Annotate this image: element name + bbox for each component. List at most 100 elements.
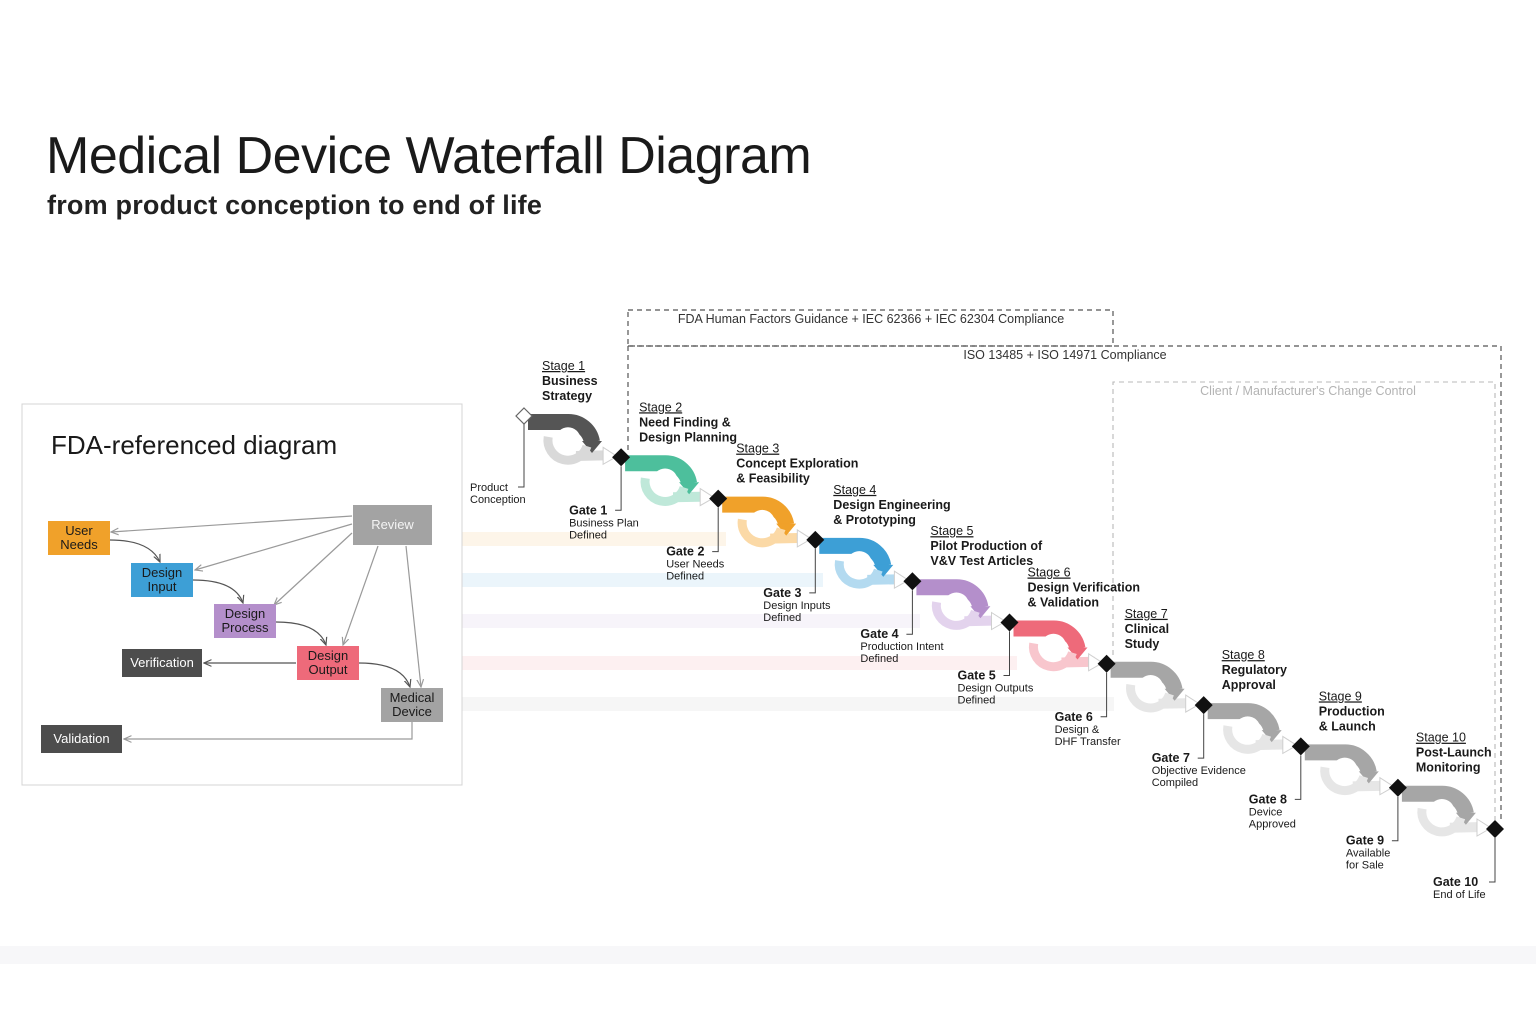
gate-9-label: Gate 9 — [1346, 834, 1384, 848]
gate-6-desc-line: Design & — [1055, 724, 1100, 736]
stage-4-number: Stage 4 — [833, 483, 876, 497]
page-title: Medical Device Waterfall Diagram — [46, 127, 812, 185]
gate-leader — [809, 548, 816, 594]
stage-10-number-line: Stage 10 — [1416, 731, 1466, 745]
iso-compliance-label-line: ISO 13485 + ISO 14971 Compliance — [963, 348, 1166, 362]
stage-2-name-line: Design Planning — [639, 430, 737, 444]
fda-node-review — [353, 505, 432, 545]
stage-5-name-line: V&V Test Articles — [930, 554, 1033, 568]
stage-7-loop — [1110, 661, 1185, 713]
stage-9-number-line: Stage 9 — [1319, 689, 1362, 703]
stage-6-name-line: & Validation — [1028, 596, 1100, 610]
stage-8-name-line: Regulatory — [1222, 663, 1287, 677]
gate-2-diamond — [709, 489, 728, 508]
fda-node-label-line: Verification — [130, 655, 194, 670]
stage-loop-inner — [653, 468, 678, 495]
stage-7-name-line: Clinical — [1125, 622, 1169, 636]
fda-node-label-line: Process — [222, 620, 269, 635]
stage-loop-arrowhead — [1164, 688, 1185, 701]
gate-7-label: Gate 7 — [1152, 751, 1190, 765]
stage-8-loop — [1207, 703, 1282, 754]
stage-loop-return — [1028, 642, 1077, 672]
stage-5-number: Stage 5 — [930, 524, 973, 538]
stage-loop-return — [1126, 683, 1174, 713]
gate-8-label-line: Gate 8 — [1249, 792, 1287, 806]
gate-10-label-line: Gate 10 — [1433, 875, 1478, 889]
stage-loop-inner — [847, 551, 873, 577]
stage-7-name-line: Study — [1125, 637, 1160, 651]
gate-5-desc-line: Defined — [958, 695, 996, 707]
gate-9-label-line: Gate 9 — [1346, 834, 1384, 848]
stage-4-name: Design Engineering& Prototyping — [833, 498, 950, 527]
gate-9-desc-line: for Sale — [1346, 860, 1384, 872]
fda-hf-compliance-label-line: FDA Human Factors Guidance + IEC 62366 +… — [678, 312, 1064, 326]
gate-9-diamond — [1388, 778, 1407, 797]
stage-9-loop — [1304, 744, 1379, 796]
gate-3-label-line: Gate 3 — [763, 586, 801, 600]
stage-loop-inner — [556, 427, 581, 453]
stage-loop-inner — [1139, 675, 1164, 701]
stage-2-number: Stage 2 — [639, 400, 682, 414]
stage-6-name: Design Verification& Validation — [1028, 581, 1141, 610]
gate-leader — [1197, 714, 1205, 759]
stage-connector-arrow — [1379, 776, 1395, 796]
gate-leader — [712, 507, 719, 553]
gate-4-label-line: Gate 4 — [860, 627, 898, 641]
fda-node-label-line: Validation — [53, 731, 109, 746]
stage-loop-band — [819, 537, 892, 568]
stage-1-name-line: Business — [542, 374, 598, 388]
gate-2-desc-line: User Needs — [666, 559, 725, 571]
fda-arrow — [124, 722, 413, 739]
gate-6-desc: Design &DHF Transfer — [1055, 724, 1121, 748]
fda-node-label-line: Output — [308, 662, 347, 677]
stage-loop-arrowhead — [873, 564, 894, 577]
stage-7-number: Stage 7 — [1125, 607, 1168, 621]
gate-10-diamond — [1486, 820, 1504, 838]
gate-1-desc-line: Defined — [569, 529, 607, 541]
stage-4-name-line: Design Engineering — [833, 498, 950, 512]
stage-2-name: Need Finding &Design Planning — [639, 415, 737, 444]
iso-compliance-box — [628, 345, 1502, 820]
stage-loop-band — [1013, 620, 1086, 651]
gate-3-diamond — [806, 530, 825, 549]
fda-node-user-needs — [48, 521, 110, 555]
stage-connector-arrow — [602, 446, 619, 466]
stage-loop-band — [1207, 703, 1280, 734]
gate-7-label-line: Gate 7 — [1152, 751, 1190, 765]
fda-arrow — [343, 545, 379, 645]
stage-10-loop — [1401, 785, 1476, 837]
stage-loop-return — [543, 436, 592, 465]
gate-8-label: Gate 8 — [1249, 792, 1287, 806]
fda-arrow — [274, 532, 353, 605]
gate-leader — [906, 590, 913, 635]
stage-9-number: Stage 9 — [1319, 689, 1362, 703]
fda-arrow — [275, 621, 326, 645]
stage-loop-band — [528, 414, 600, 444]
stage-loop-inner — [1042, 633, 1067, 660]
stage-6-number-line: Stage 6 — [1028, 566, 1071, 580]
gate-2-label: Gate 2 — [666, 545, 704, 559]
start-label-line: Product — [470, 482, 508, 494]
gate-8-desc-line: Approved — [1249, 818, 1296, 830]
stage-10-name-line: Monitoring — [1416, 761, 1481, 775]
page-subtitle: from product conception to end of life — [47, 190, 543, 220]
gate-2-desc-line: Defined — [666, 571, 704, 583]
stage-4-number-line: Stage 4 — [833, 483, 876, 497]
gate-10-desc: End of Life — [1433, 889, 1486, 901]
fda-node-medical-device — [381, 688, 443, 722]
gate-3-label: Gate 3 — [763, 586, 801, 600]
fda-node-verification — [122, 649, 202, 677]
stage-2-name-line: Need Finding & — [639, 415, 731, 429]
stage-6-number: Stage 6 — [1028, 566, 1071, 580]
stage-loop-band — [1304, 744, 1377, 775]
stage-10-number: Stage 10 — [1416, 731, 1466, 745]
